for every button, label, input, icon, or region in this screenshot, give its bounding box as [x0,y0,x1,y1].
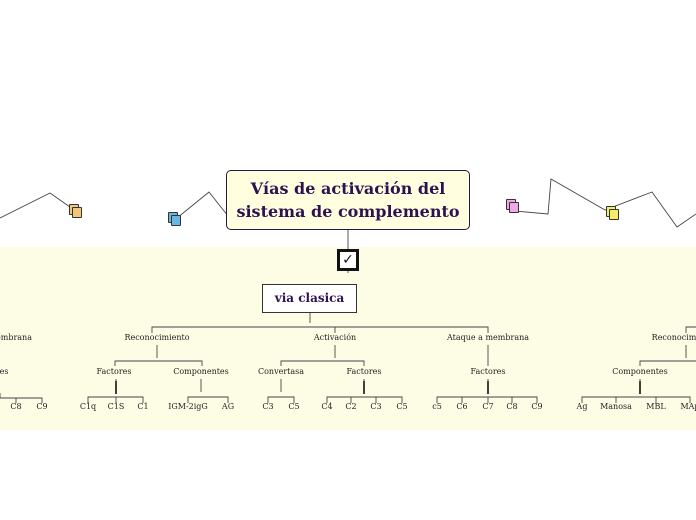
subgroup-left-partial[interactable]: es [0,367,9,376]
leaf-c4[interactable]: C4 [321,402,333,411]
leaf-map[interactable]: MAp [680,402,696,411]
central-topic[interactable]: Vías de activación del sistema de comple… [226,170,470,230]
note-icon-orange[interactable] [69,204,82,218]
subgroup-factores-reconocimiento[interactable]: Factores [96,367,132,376]
leaf-c1q[interactable]: C1q [79,402,97,411]
leaf-c6[interactable]: C6 [456,402,468,411]
group-activacion[interactable]: Activación [313,333,357,342]
leaf-c3-convertasa[interactable]: C3 [262,402,274,411]
central-topic-line-2: sistema de complemento [236,202,460,221]
note-icon-pink[interactable] [506,199,519,213]
leaf-c9-left[interactable]: C9 [36,402,48,411]
leaf-mbl[interactable]: MBL [646,402,666,411]
leaf-c8-ataque[interactable]: C8 [506,402,518,411]
group-ataque-membrana[interactable]: Ataque a membrana [446,333,530,342]
subgroup-componentes-reconocimiento[interactable]: Componentes [173,367,229,376]
check-mark-icon[interactable]: ✓ [337,249,359,271]
floating-connector-left-2 [176,191,229,219]
leaf-c9-ataque[interactable]: C9 [531,402,543,411]
leaf-c8-left[interactable]: C8 [10,402,22,411]
leaf-manosa[interactable]: Manosa [600,402,632,411]
subgroup-componentes-right[interactable]: Componentes [612,367,668,376]
subgroup-factores-ataque[interactable]: Factores [470,367,506,376]
leaf-c5-factores[interactable]: C5 [396,402,408,411]
leaf-c3-factores[interactable]: C3 [370,402,382,411]
main-branch-topic[interactable]: via clasica [262,284,357,313]
leaf-c1[interactable]: C1 [137,402,149,411]
floating-connector-left [0,192,71,219]
leaf-igm-2igg[interactable]: IGM-2igG [168,402,208,411]
subgroup-factores-activacion[interactable]: Factores [346,367,382,376]
group-left-partial-membrana[interactable]: embrana [0,333,32,342]
leaf-ag[interactable]: AG [221,402,235,411]
subgroup-convertasa[interactable]: Convertasa [257,367,305,376]
leaf-c1s[interactable]: C1S [107,402,125,411]
leaf-c5-convertasa[interactable]: C5 [288,402,300,411]
group-reconocimiento[interactable]: Reconocimiento [124,333,190,342]
note-icon-yellow[interactable] [606,206,619,220]
note-icon-blue[interactable] [168,212,181,226]
leaf-c2[interactable]: C2 [345,402,357,411]
central-topic-line-1: Vías de activación del [250,179,446,198]
leaf-c5-ataque[interactable]: c5 [432,402,442,411]
leaf-c7[interactable]: C7 [482,402,494,411]
group-right-partial-reconocimiento[interactable]: Reconocim [651,333,696,342]
leaf-ag-right[interactable]: Ag [576,402,588,411]
floating-connector-right [509,178,696,228]
